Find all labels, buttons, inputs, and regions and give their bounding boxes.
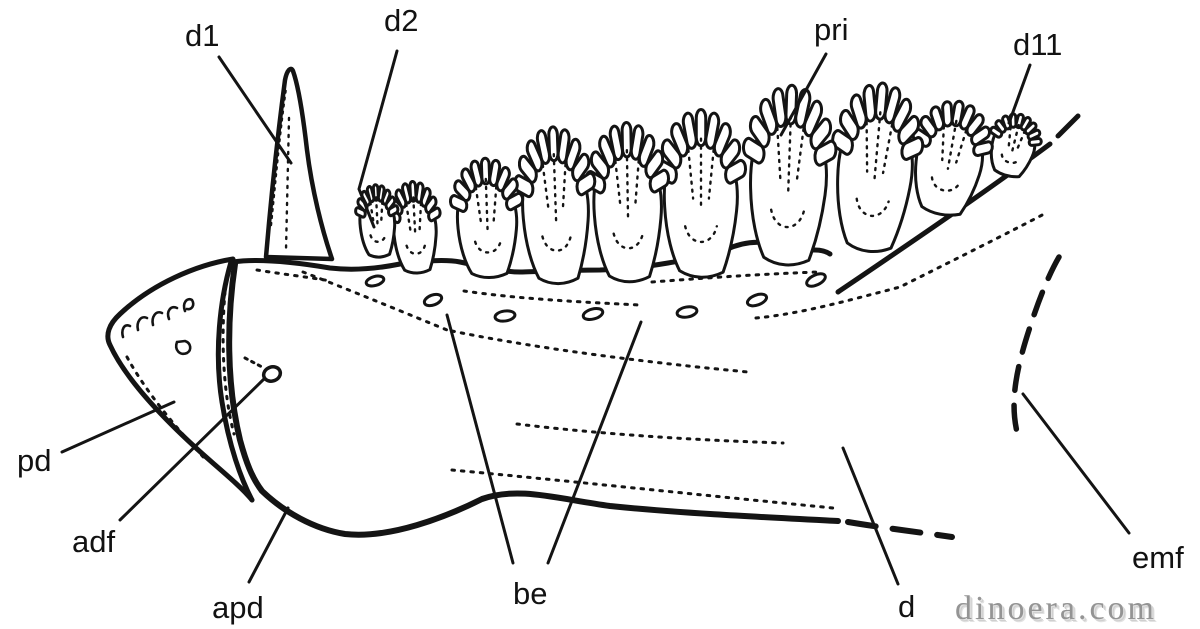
foramen [364, 274, 386, 288]
tooth-row [352, 79, 1048, 288]
label-d1: d1 [185, 18, 219, 53]
leader-d [841, 446, 900, 586]
leader-adf [118, 377, 266, 522]
leader-be-1 [445, 313, 515, 565]
watermark-text: dinoera.com [955, 590, 1157, 627]
bone-surface-texture [221, 211, 1048, 510]
leader-apd [247, 506, 290, 584]
label-d2: d2 [384, 3, 418, 38]
tooth-d7 [655, 110, 747, 278]
leader-pd [60, 400, 176, 454]
leader-d11 [1007, 63, 1032, 125]
label-adf: adf [72, 524, 115, 559]
foramina-row [364, 272, 827, 323]
tooth-d9 [822, 79, 929, 255]
svg-text:dinoera.com: dinoera.com [957, 592, 1159, 629]
dentary-dorsal-broken-dash [1055, 113, 1081, 139]
foramen [581, 307, 605, 321]
leader-lines [60, 49, 1131, 586]
foramen [745, 292, 769, 308]
leader-emf [1021, 392, 1131, 535]
leader-d2 [357, 49, 399, 229]
label-pri: pri [814, 12, 848, 47]
dentary-ventral-broken-dash [845, 519, 955, 540]
tooth-d1-fang [263, 66, 335, 262]
anterior-dentary-foramen [243, 356, 283, 383]
foramen [493, 309, 517, 323]
tooth-d8-primary [738, 84, 839, 267]
dentary-anterior-ventral-margin [226, 261, 841, 538]
labels: d1 d2 pri d11 pd adf apd be d emf [17, 3, 1184, 625]
tooth-d10 [897, 92, 1002, 223]
leader-pri [779, 52, 828, 137]
external-mandibular-fenestra-outline [1011, 254, 1062, 435]
foramen [675, 305, 699, 319]
predentary-outer-margin [105, 256, 255, 503]
label-d: d [898, 589, 915, 624]
predentary-rugosities [121, 297, 195, 356]
label-pd: pd [17, 443, 51, 478]
tooth-d5 [509, 123, 602, 288]
leader-d1 [217, 55, 293, 165]
foramen [422, 292, 444, 308]
watermark: dinoera.com dinoera.com [955, 590, 1159, 629]
label-be: be [513, 576, 547, 611]
predentary-bone [105, 256, 255, 503]
label-apd: apd [212, 590, 264, 625]
label-d11: d11 [1013, 27, 1062, 62]
leader-be-2 [546, 320, 643, 565]
label-emf: emf [1132, 540, 1184, 575]
predentary-inner-margin [215, 259, 255, 503]
foramen [805, 272, 827, 288]
tooth-d6 [582, 119, 674, 285]
